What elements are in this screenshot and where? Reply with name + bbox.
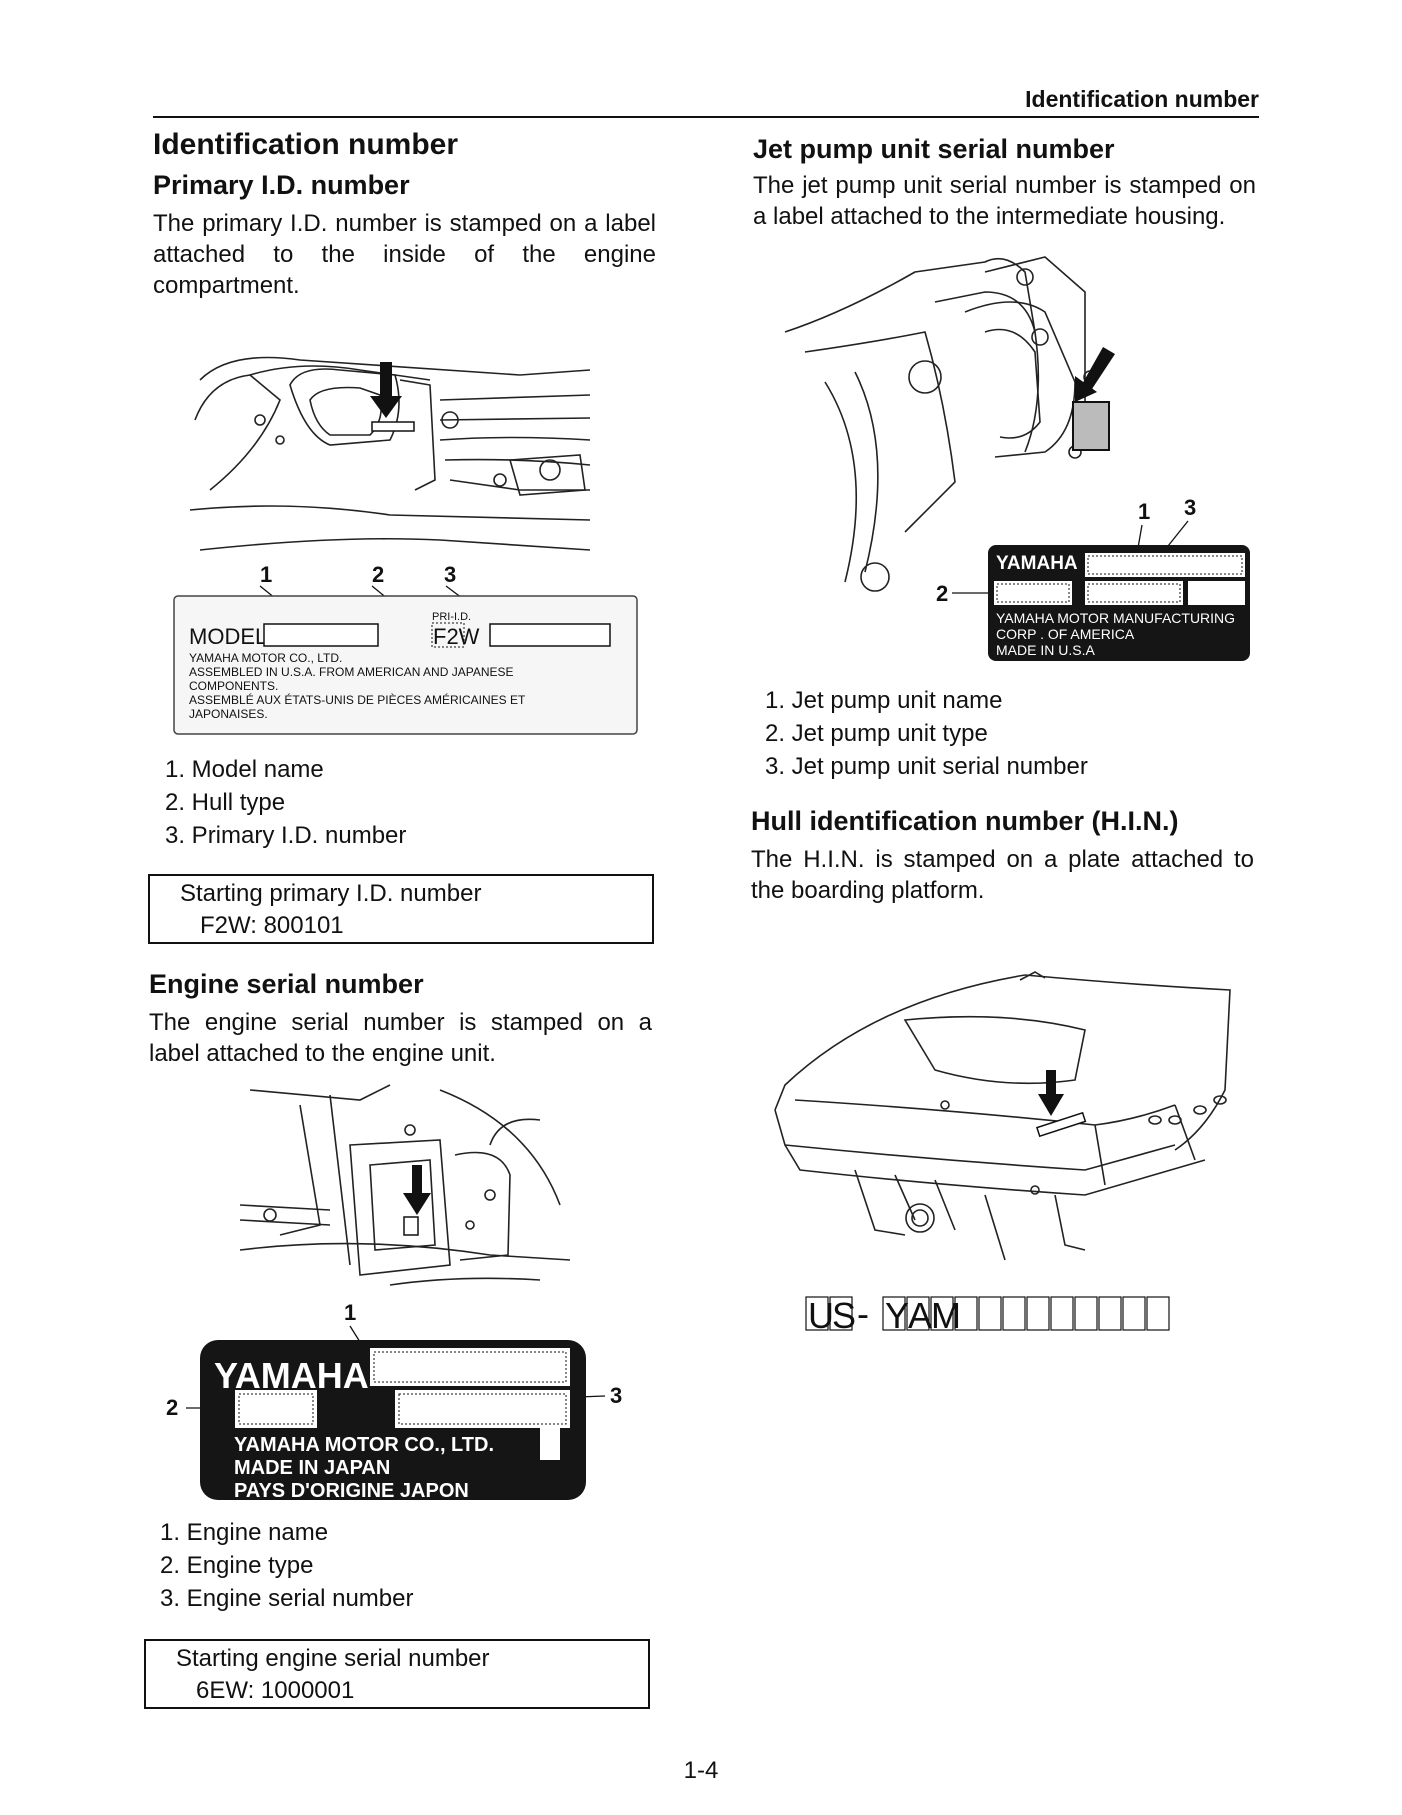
hin-char: M bbox=[931, 1295, 961, 1336]
hin-char: S bbox=[832, 1295, 856, 1336]
engine-serial-text: The engine serial number is stamped on a… bbox=[149, 1009, 652, 1067]
running-header: Identification number bbox=[1025, 86, 1259, 112]
callout-3: 3 bbox=[444, 562, 456, 587]
engine-unit-illustration bbox=[239, 1084, 571, 1286]
legend-item: 1. Model name bbox=[165, 756, 324, 783]
section-title: Identification number bbox=[153, 128, 459, 161]
jet-pump-label-diagram: 1 3 2 YAMAHA YAMAHA MOTOR MANUFACTURING … bbox=[936, 495, 1250, 661]
legend-item: 3. Jet pump unit serial number bbox=[765, 753, 1088, 780]
hin-char: A bbox=[908, 1295, 932, 1336]
engine-compartment-illustration bbox=[189, 356, 591, 551]
engine-serial-legend: 1. Engine name 2. Engine type 3. Engine … bbox=[160, 1516, 413, 1615]
label-line: JAPONAISES. bbox=[189, 707, 268, 721]
label-line: YAMAHA MOTOR CO., LTD. bbox=[234, 1434, 494, 1456]
primary-id-heading: Primary I.D. number bbox=[153, 170, 410, 200]
legend-item: 1. Engine name bbox=[160, 1519, 329, 1546]
box-value: 6EW: 1000001 bbox=[196, 1677, 355, 1704]
box-value: F2W: 800101 bbox=[200, 912, 344, 939]
box-title: Starting engine serial number bbox=[176, 1645, 490, 1672]
box-title: Starting primary I.D. number bbox=[180, 880, 482, 907]
label-line: YAMAHA MOTOR MANUFACTURING bbox=[996, 610, 1235, 626]
header-rule bbox=[153, 116, 1259, 118]
label-line: ASSEMBLED IN U.S.A. FROM AMERICAN AND JA… bbox=[189, 665, 514, 679]
jet-pump-text: The jet pump unit serial number is stamp… bbox=[753, 172, 1256, 230]
jet-pump-legend: 1. Jet pump unit name 2. Jet pump unit t… bbox=[765, 684, 1088, 783]
label-line: MADE IN U.S.A bbox=[996, 642, 1095, 658]
label-line: ASSEMBLÉ AUX ÉTATS-UNIS DE PIÈCES AMÉRIC… bbox=[189, 692, 526, 707]
label-pri-id-text: PRI-I.D. bbox=[432, 611, 471, 623]
callout-2: 2 bbox=[372, 562, 384, 587]
hin-text: The H.I.N. is stamped on a plate attache… bbox=[751, 846, 1254, 904]
jet-pump-illustration bbox=[784, 256, 1115, 592]
label-line: YAMAHA MOTOR CO., LTD. bbox=[189, 651, 342, 665]
callout-3: 3 bbox=[1184, 495, 1196, 520]
boarding-platform-illustration bbox=[774, 971, 1231, 1261]
hin-char: - bbox=[857, 1293, 869, 1334]
callout-2: 2 bbox=[166, 1395, 178, 1420]
label-line: CORP . OF AMERICA bbox=[996, 626, 1135, 642]
engine-serial-heading: Engine serial number bbox=[149, 969, 424, 999]
hin-char: Y bbox=[885, 1295, 909, 1336]
label-line: PAYS D'ORIGINE JAPON bbox=[234, 1480, 469, 1502]
page-number: 1-4 bbox=[683, 1757, 719, 1784]
callout-2: 2 bbox=[936, 581, 948, 606]
label-model-text: MODEL bbox=[189, 624, 267, 649]
callout-1: 1 bbox=[1138, 499, 1150, 524]
legend-item: 2. Engine type bbox=[160, 1552, 314, 1579]
legend-item: 3. Engine serial number bbox=[160, 1585, 414, 1612]
engine-label-diagram: 1 2 3 YAMAHA YAMAHA MOTOR CO., LTD. MADE… bbox=[166, 1300, 622, 1502]
legend-item: 3. Primary I.D. number bbox=[165, 822, 407, 849]
label-line: MADE IN JAPAN bbox=[234, 1457, 390, 1479]
legend-item: 2. Jet pump unit type bbox=[765, 720, 988, 747]
callout-1: 1 bbox=[344, 1300, 356, 1325]
legend-item: 2. Hull type bbox=[165, 789, 286, 816]
primary-id-legend: 1. Model name 2. Hull type 3. Primary I.… bbox=[165, 753, 406, 852]
label-brand: YAMAHA bbox=[996, 553, 1078, 574]
callout-1: 1 bbox=[260, 562, 272, 587]
label-hull-code: F2W bbox=[433, 624, 480, 649]
primary-id-text: The primary I.D. number is stamped on a … bbox=[153, 210, 656, 299]
callout-3: 3 bbox=[610, 1383, 622, 1408]
primary-id-label-diagram: 1 2 3 MODEL PRI-I.D. F2W YAMAHA MOTOR CO… bbox=[173, 562, 638, 735]
starting-engine-serial-box: Starting engine serial number 6EW: 10000… bbox=[144, 1639, 650, 1709]
jet-pump-heading: Jet pump unit serial number bbox=[753, 134, 1115, 164]
starting-primary-id-box: Starting primary I.D. number F2W: 800101 bbox=[148, 874, 654, 944]
hin-heading: Hull identification number (H.I.N.) bbox=[751, 806, 1179, 836]
hin-format-diagram: U S - Y A M bbox=[805, 1293, 1170, 1336]
legend-item: 1. Jet pump unit name bbox=[765, 687, 1003, 714]
label-brand: YAMAHA bbox=[214, 1355, 369, 1396]
label-line: COMPONENTS. bbox=[189, 679, 278, 693]
